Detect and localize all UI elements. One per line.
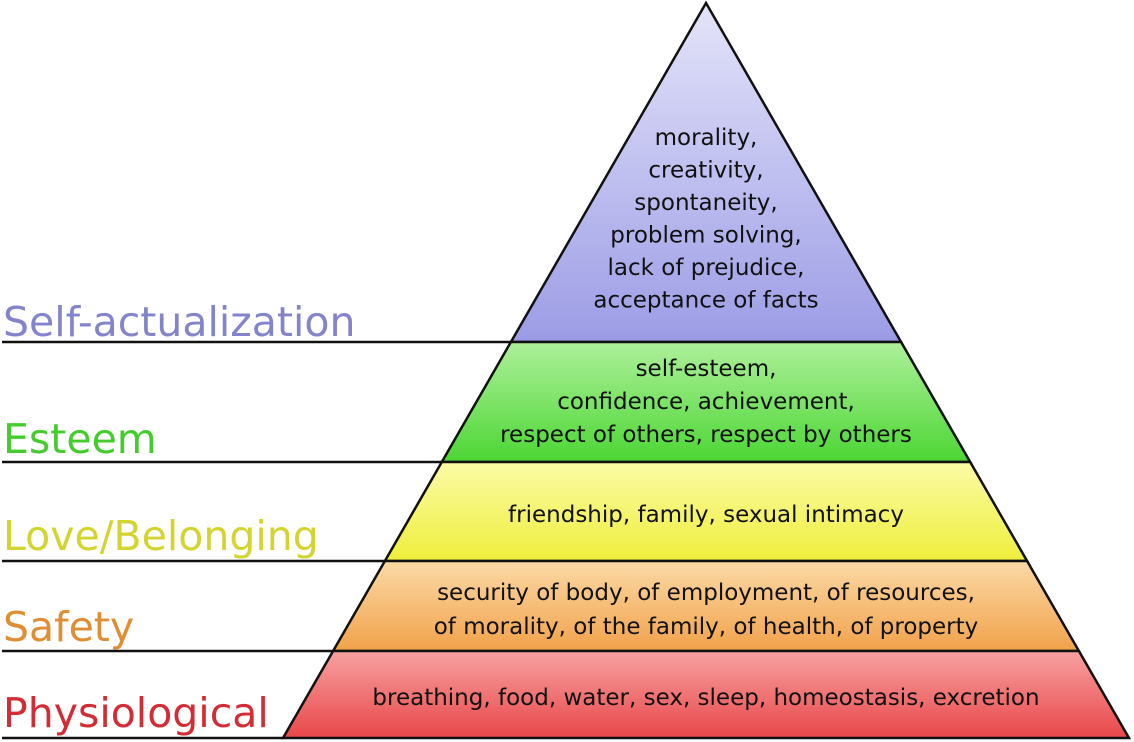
tier-description-line: breathing, food, water, sex, sleep, home… xyxy=(372,685,1039,711)
tier-description-line: self-esteem, xyxy=(636,356,777,382)
tier-description-line: security of body, of employment, of reso… xyxy=(437,580,975,606)
tier-description-line: creativity, xyxy=(648,158,763,184)
level-label: Self-actualization xyxy=(3,298,355,346)
level-label: Love/Belonging xyxy=(3,512,319,560)
tier-description-line: spontaneity, xyxy=(634,190,777,216)
tier-description-line: lack of prejudice, xyxy=(607,255,804,281)
tier-description-line: acceptance of facts xyxy=(593,288,818,314)
tier-description-line: confidence, achievement, xyxy=(557,389,855,415)
tier-description-line: of morality, of the family, of health, o… xyxy=(434,614,979,640)
tier-description-line: friendship, family, sexual intimacy xyxy=(508,502,904,528)
level-label: Physiological xyxy=(3,689,269,737)
level-label: Safety xyxy=(3,603,134,651)
level-label: Esteem xyxy=(3,415,157,463)
tier-description-line: morality, xyxy=(655,125,758,151)
tier-description-line: respect of others, respect by others xyxy=(500,422,912,448)
tier-description-line: problem solving, xyxy=(610,223,801,249)
tier-physiological xyxy=(280,649,1132,740)
